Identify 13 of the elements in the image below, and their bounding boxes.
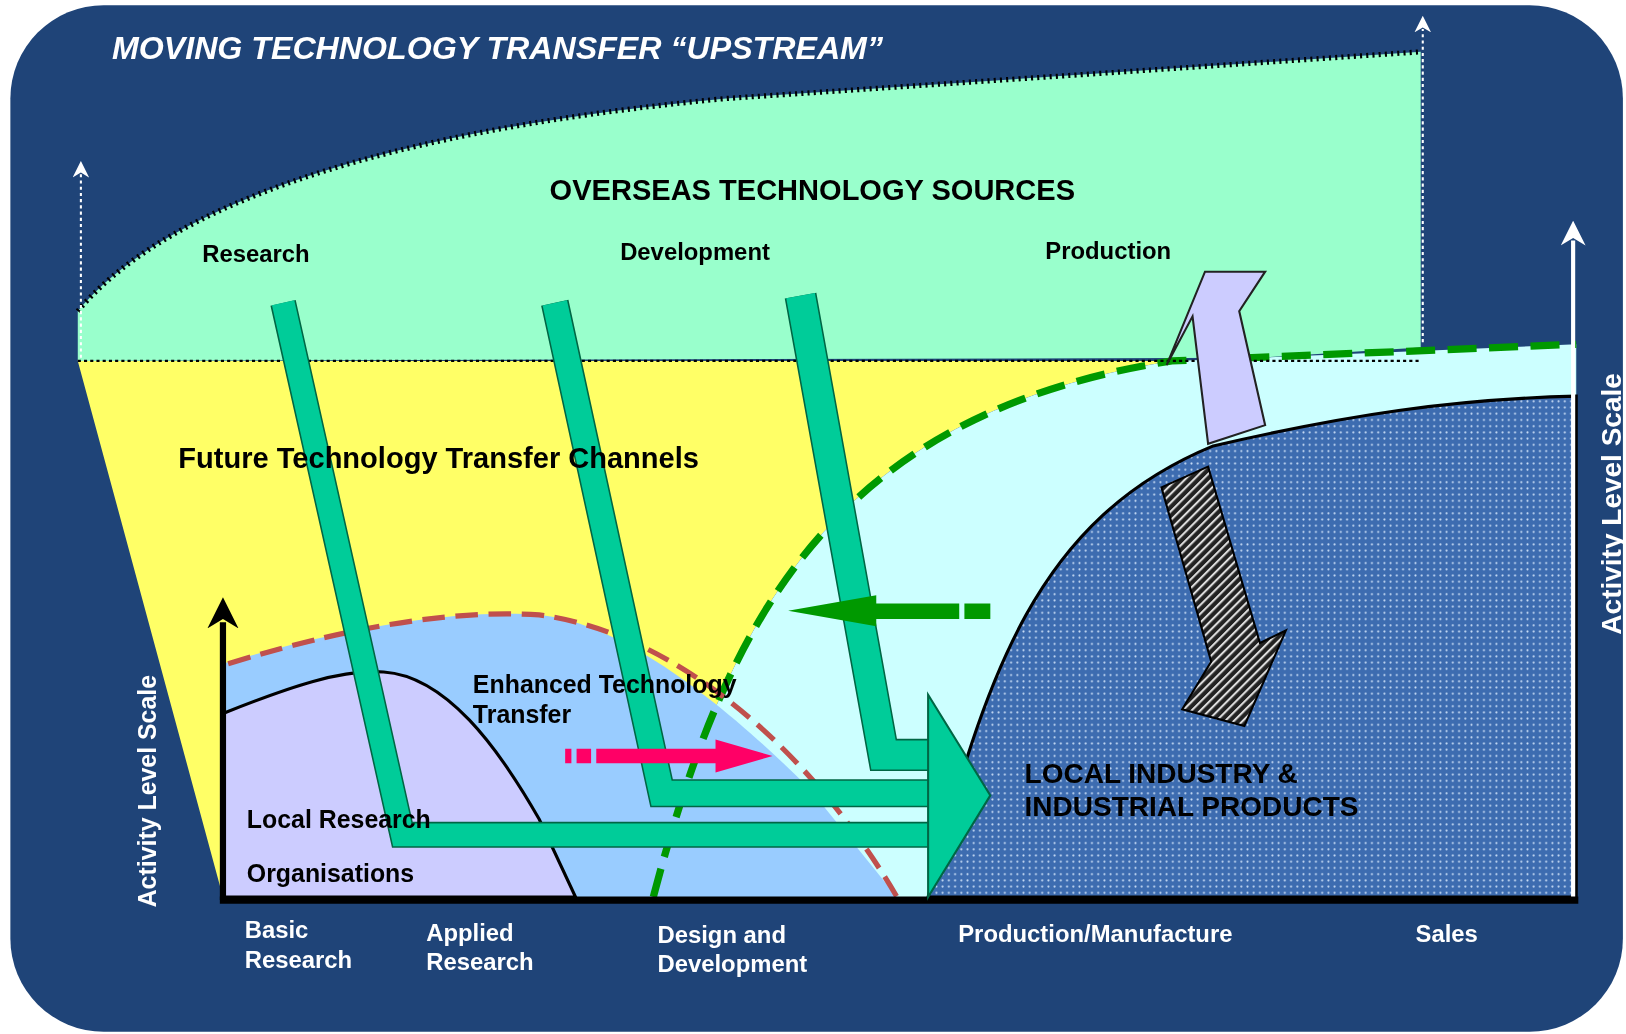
axis-label: Production/Manufacture [958,919,1233,949]
axis-label: Design and Development [657,920,809,979]
stage-label: Development [620,238,770,268]
area-title: OVERSEAS TECHNOLOGY SOURCES [549,173,1076,208]
stage-label: Production [1045,237,1172,267]
axis-title: Activity Level Scale [132,674,162,908]
axis-label: Basic Research [244,916,354,974]
axis-title: Activity Level Scale [1594,373,1626,635]
stage-label: Research [202,240,310,270]
axis-label: Applied Research [426,918,535,976]
diagram-title: MOVING TECHNOLOGY TRANSFER “UPSTREAM” [112,29,883,68]
axis-label: Sales [1415,919,1478,949]
area-label: LOCAL INDUSTRY & INDUSTRIAL PRODUCTS [1024,757,1360,825]
